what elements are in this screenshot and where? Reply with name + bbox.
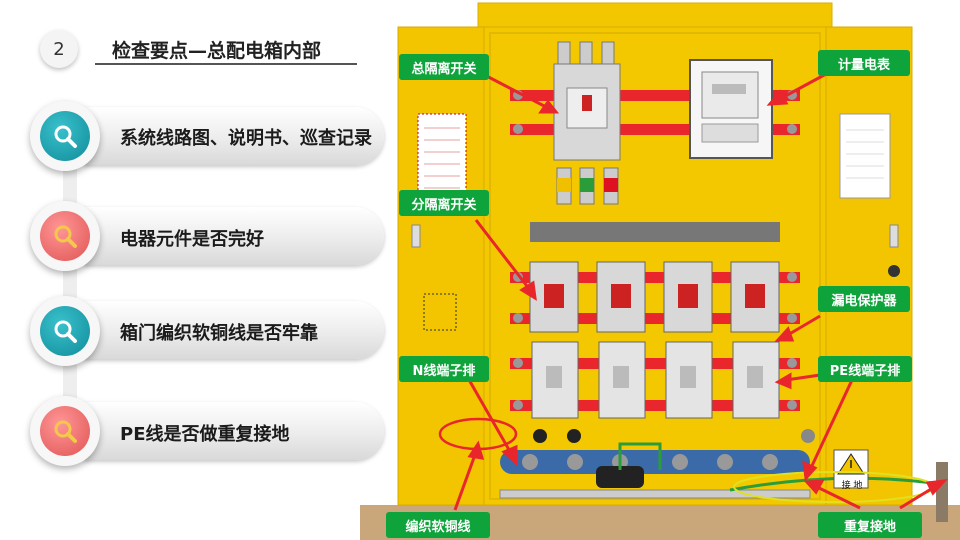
label-energy-meter: 计量电表 <box>818 50 910 76</box>
busbar <box>510 124 800 135</box>
page-title: 检查要点—总配电箱内部 <box>112 40 322 62</box>
label-pe-terminal: PE线端子排 <box>818 356 912 382</box>
checklist-item-2 <box>84 207 384 265</box>
branch-isolators <box>529 261 780 333</box>
label-branch-isolator: 分隔离开关 <box>399 190 489 216</box>
leakage-protectors <box>531 341 780 419</box>
item-4-icon-badge <box>30 396 100 466</box>
label-braided-copper: 编织软铜线 <box>386 512 490 538</box>
item-2-icon-badge <box>30 201 100 271</box>
distribution-box-illustration <box>360 2 960 540</box>
branch-busbar-bridge <box>530 222 780 242</box>
checklist-item-label: 系统线路图、说明书、巡查记录 <box>120 128 372 149</box>
checklist-item-label: 电器元件是否完好 <box>120 229 264 250</box>
item-1-icon-badge <box>30 101 100 171</box>
pe-terminal-bar <box>499 489 811 499</box>
door-holder <box>423 293 457 331</box>
label-repeat-grounding: 重复接地 <box>818 512 922 538</box>
cabinet-top <box>477 2 833 28</box>
links <box>556 167 619 205</box>
checklist-item-3 <box>84 301 384 359</box>
ground-sign-text: 接 地 <box>841 481 863 491</box>
checklist-item-label: PE线是否做重复接地 <box>120 424 290 445</box>
section-number-badge: 2 <box>40 30 78 68</box>
search-icon <box>40 211 90 261</box>
item-3-icon-badge <box>30 296 100 366</box>
title-underline <box>95 63 357 65</box>
label-leakage-protector: 漏电保护器 <box>818 286 910 312</box>
search-icon <box>40 306 90 356</box>
checklist-item-4 <box>84 402 384 460</box>
instruction-sheet <box>839 113 891 199</box>
label-n-terminal: N线端子排 <box>399 356 489 382</box>
busbar <box>510 90 800 101</box>
search-icon <box>40 406 90 456</box>
checklist-item-1 <box>84 107 384 165</box>
circuit-diagram-sheet <box>417 113 467 197</box>
checklist-item-label: 箱门编织软铜线是否牢靠 <box>120 323 318 344</box>
label-main-isolator: 总隔离开关 <box>399 54 489 80</box>
cabinet-right-door <box>825 26 913 506</box>
search-icon <box>40 111 90 161</box>
ground-rod <box>936 462 948 522</box>
section-number: 2 <box>53 38 65 60</box>
door-latch <box>411 224 421 248</box>
annotation-arrows <box>453 68 948 511</box>
